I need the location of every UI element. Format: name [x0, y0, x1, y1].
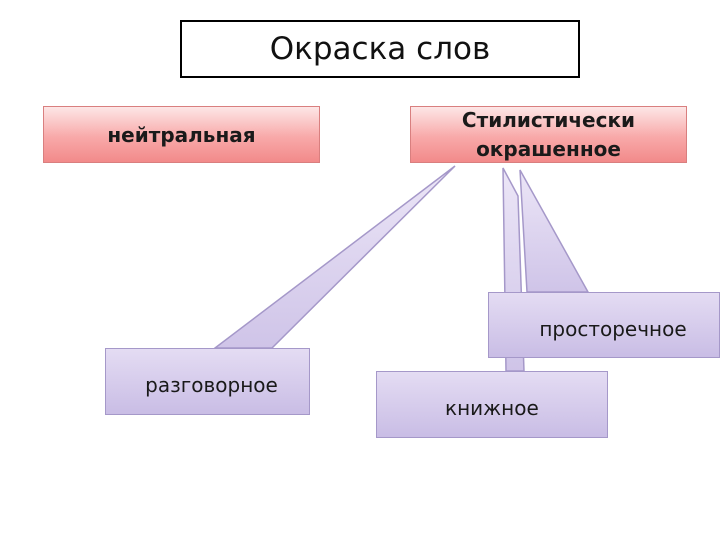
callout-tail-vernacular: [519, 169, 590, 293]
node-bookish-label: книжное: [445, 396, 539, 420]
node-stylistic-line1: Стилистически: [461, 107, 636, 132]
callout-tail-colloquial: [212, 165, 456, 349]
diagram-title: Окраска слов: [180, 20, 580, 78]
node-bookish: книжное: [376, 371, 608, 438]
node-vernacular-label: просторечное: [539, 317, 687, 341]
node-colloquial: разговорное: [105, 348, 310, 415]
diagram-title-text: Окраска слов: [269, 31, 491, 67]
node-vernacular: просторечное: [488, 292, 720, 358]
node-colloquial-label: разговорное: [145, 373, 278, 397]
node-neutral-label: нейтральная: [107, 122, 256, 147]
node-stylistic-label: Стилистически окрашенное: [462, 106, 635, 164]
node-neutral: нейтральная: [43, 106, 320, 163]
node-stylistic: Стилистически окрашенное: [410, 106, 687, 163]
node-stylistic-line2: окрашенное: [476, 136, 621, 161]
